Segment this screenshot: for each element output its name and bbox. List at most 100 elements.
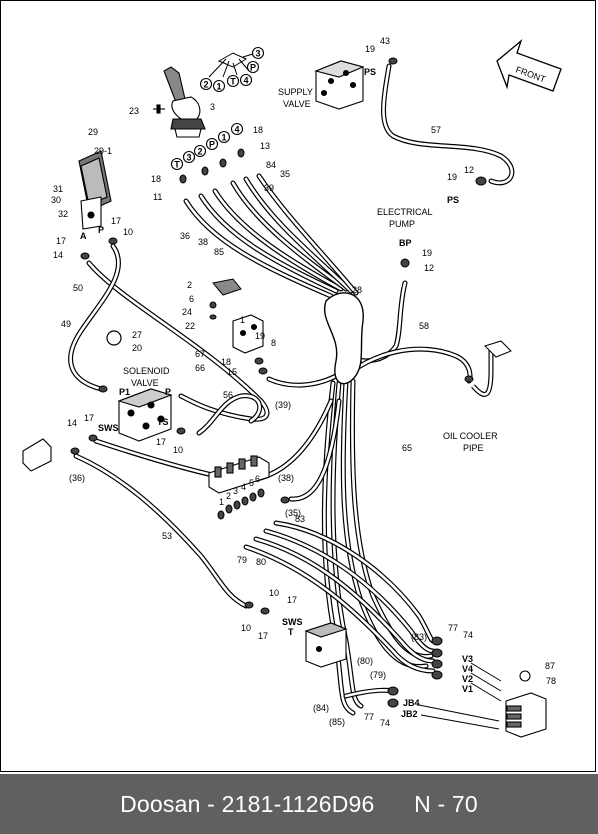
circled-number-2 — [212, 79, 226, 93]
callout-31: 2 — [187, 280, 192, 290]
footer-bar: Doosan - 2181-1126D96 N - 70 — [0, 774, 598, 834]
callout-15: 10 — [123, 227, 133, 237]
callout-22: 84 — [266, 160, 276, 170]
port-label-13: V2 — [462, 674, 473, 684]
callout-69: (83) — [411, 632, 427, 642]
callout-21: 11 — [153, 192, 162, 202]
circled-number-text-8: 2 — [197, 146, 202, 156]
solenoid-valve-label-line1: SOLENOID — [123, 366, 170, 376]
callout-1: 19 — [365, 44, 375, 54]
callout-65: 10 — [269, 588, 279, 598]
callout-6: 12 — [424, 263, 434, 273]
circled-number-8 — [193, 144, 207, 158]
callout-44: 15 — [227, 367, 237, 377]
callout-79: 78 — [546, 676, 556, 686]
callout-24: 39 — [264, 183, 274, 193]
junction-block — [505, 670, 547, 738]
main-hose-run — [321, 378, 434, 716]
hose-50-inner — [87, 261, 269, 421]
callout-33: 24 — [182, 307, 192, 317]
circled-number-text-2: 1 — [216, 81, 221, 91]
port-label-7: SWS — [98, 423, 119, 433]
supply-valve-label-line1: SUPPLY — [278, 87, 313, 97]
supply-valve-block — [314, 60, 365, 110]
callout-2: 57 — [431, 125, 441, 135]
callout-49: 14 — [67, 418, 77, 428]
oil-cooler-label-line1: OIL COOLER — [443, 431, 498, 441]
pedal-assembly — [78, 150, 112, 230]
circled-number-text-5: P — [250, 62, 256, 72]
valve-fittings — [387, 636, 502, 730]
port-label-16: JB2 — [401, 709, 418, 719]
callout-29: 28 — [352, 285, 362, 295]
hose-56-inner — [197, 394, 261, 435]
port-label-11: V3 — [462, 654, 473, 664]
callout-63: 80 — [256, 557, 266, 567]
port-label-9: SWS — [282, 617, 303, 627]
port-label-10: T — [288, 627, 294, 637]
footer-gap — [375, 791, 415, 818]
circled-number-text-3: T — [230, 76, 236, 86]
manifold-hoses — [243, 520, 436, 674]
callout-16: 17 — [56, 236, 66, 246]
port-label-8: TS — [157, 417, 169, 427]
callout-9: 29 — [88, 127, 98, 137]
port-label-3: A — [80, 231, 87, 241]
callout-46: 56 — [223, 390, 233, 400]
joystick-connector-detail — [208, 52, 257, 78]
circled-number-10 — [217, 130, 231, 144]
callout-27: 85 — [214, 247, 224, 257]
circled-number-text-11: 4 — [234, 124, 239, 134]
callout-4: 12 — [464, 165, 474, 175]
callout-37: 20 — [132, 343, 142, 353]
circled-number-text-9: P — [209, 139, 215, 149]
callout-40: 66 — [195, 363, 205, 373]
callout-59: 5 — [249, 478, 254, 488]
callout-11: 31 — [53, 184, 63, 194]
callout-43: 18 — [221, 357, 231, 367]
callout-48: 10 — [173, 445, 183, 455]
callout-42: 8 — [271, 338, 276, 348]
port-label-14: V1 — [462, 684, 473, 694]
circled-number-3 — [226, 74, 240, 88]
callout-54: (35) — [285, 508, 301, 518]
callout-17: 14 — [53, 250, 63, 260]
callout-64: 53 — [162, 531, 172, 541]
callout-8: 3 — [210, 102, 215, 112]
left-connector-block — [22, 438, 52, 472]
callout-18: 18 — [253, 125, 263, 135]
callout-5: 19 — [422, 248, 432, 258]
circled-number-5 — [246, 60, 260, 74]
callout-75: (85) — [329, 717, 345, 727]
footer-sep-1: - — [200, 790, 222, 817]
callout-12: 30 — [51, 195, 61, 205]
footer-part-number: 2181-1126D96 — [221, 790, 375, 817]
front-direction-arrow: FRONT — [496, 39, 562, 92]
callout-0: 43 — [380, 36, 390, 46]
circled-number-text-0: 3 — [255, 48, 260, 58]
callout-28: 50 — [73, 283, 83, 293]
circled-number-text-1: 2 — [203, 79, 208, 89]
callout-67: 10 — [241, 623, 251, 633]
lower-valve-block — [304, 622, 348, 668]
callout-36: 27 — [132, 330, 142, 340]
hose-group — [68, 63, 515, 716]
port-label-6: P — [165, 387, 171, 397]
callout-32: 6 — [189, 294, 194, 304]
callout-72: (80) — [357, 656, 373, 666]
hose-35-inner — [289, 399, 341, 501]
callout-71: 74 — [463, 630, 473, 640]
callout-45: (39) — [275, 400, 291, 410]
callout-62: 79 — [237, 555, 247, 565]
callout-60: 6 — [255, 474, 260, 484]
callout-70: 77 — [448, 623, 458, 633]
callout-20: 18 — [151, 174, 161, 184]
callout-61: 83 — [295, 514, 305, 524]
circled-number-9 — [205, 137, 219, 151]
callout-25: 36 — [180, 231, 190, 241]
footer-brand: Doosan — [120, 790, 201, 817]
hose-bundle-sleeve — [323, 292, 364, 385]
callout-26: 38 — [198, 237, 208, 247]
